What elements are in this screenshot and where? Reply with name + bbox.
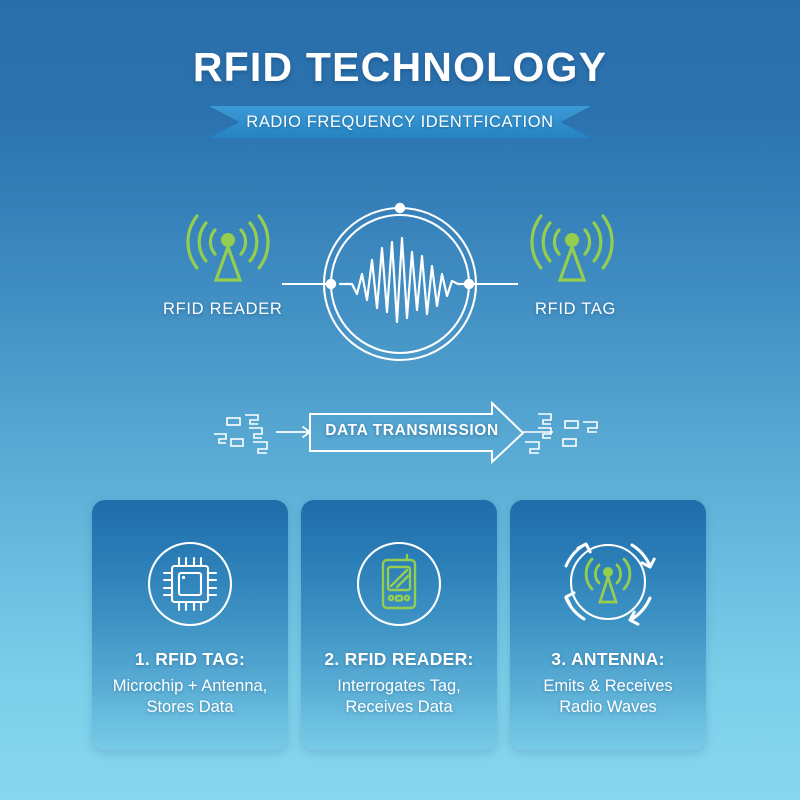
card-text: 1. RFID TAG: Microchip + Antenna, Stores…: [98, 648, 282, 719]
transmission-label: DATA TRANSMISSION: [325, 422, 499, 439]
subtitle-text: RADIO FREQUENCY IDENTFICATION: [246, 112, 554, 131]
node-dot-top: [394, 202, 406, 214]
data-bits-icon-right: [523, 413, 598, 454]
handheld-reader-icon: [356, 541, 442, 627]
card-heading: 1. RFID TAG:: [134, 649, 246, 669]
card-icon-wrapper: [301, 522, 497, 646]
diagram-label-tag: RFID TAG: [535, 300, 617, 318]
card-icon-wrapper: [92, 522, 288, 646]
card-line-1: Interrogates Tag,: [337, 676, 461, 695]
card-line-2: Stores Data: [146, 698, 234, 717]
icon-ring: [569, 543, 647, 621]
card-text: 2. RFID READER: Interrogates Tag, Receiv…: [307, 648, 491, 719]
icon-ring: [356, 541, 442, 627]
antenna-tower-icon-left: [186, 214, 270, 282]
transmission-graphics: [214, 400, 598, 465]
small-arrow-icon: [276, 426, 311, 438]
waveform-signal-icon: [338, 236, 472, 324]
card-rfid-tag[interactable]: 1. RFID TAG: Microchip + Antenna, Stores…: [92, 500, 288, 750]
right-arrow-icon: [309, 400, 525, 465]
card-text: 3. ANTENNA: Emits & Receives Radio Waves: [516, 648, 700, 719]
diagram-label-reader: RFID READER: [163, 300, 283, 318]
rfid-diagram: RFID READER RFID TAG: [0, 182, 800, 382]
steps-card-list: 1. RFID TAG: Microchip + Antenna, Stores…: [92, 500, 708, 750]
card-line-2: Receives Data: [345, 698, 453, 717]
card-line-1: Microchip + Antenna,: [112, 676, 268, 695]
card-description: Microchip + Antenna, Stores Data: [98, 676, 282, 719]
card-heading: 2. RFID READER:: [324, 649, 474, 669]
antenna-glyph: [584, 557, 632, 604]
diagram-graphics: [186, 202, 614, 362]
data-transmission-band: DATA TRANSMISSION: [0, 398, 800, 472]
node-dot-left: [325, 278, 337, 290]
card-heading: 3. ANTENNA:: [551, 649, 665, 669]
ribbon-shape: RADIO FREQUENCY IDENTFICATION: [209, 106, 591, 138]
rotation-arrows: [564, 542, 656, 626]
antenna-tower-icon-right: [530, 214, 614, 282]
subtitle-ribbon: RADIO FREQUENCY IDENTFICATION: [0, 106, 800, 140]
antenna-circular-arrows-icon: [564, 542, 656, 626]
card-icon-wrapper: [510, 522, 706, 646]
card-description: Emits & Receives Radio Waves: [516, 676, 700, 719]
card-description: Interrogates Tag, Receives Data: [307, 676, 491, 719]
card-rfid-reader[interactable]: 2. RFID READER: Interrogates Tag, Receiv…: [301, 500, 497, 750]
card-line-1: Emits & Receives: [543, 676, 673, 695]
card-antenna[interactable]: 3. ANTENNA: Emits & Receives Radio Waves: [510, 500, 706, 750]
data-bits-icon-left: [214, 414, 268, 454]
page-title: RFID TECHNOLOGY: [192, 44, 608, 90]
card-line-2: Radio Waves: [559, 698, 657, 717]
microchip-icon: [147, 541, 233, 627]
icon-ring: [147, 541, 233, 627]
